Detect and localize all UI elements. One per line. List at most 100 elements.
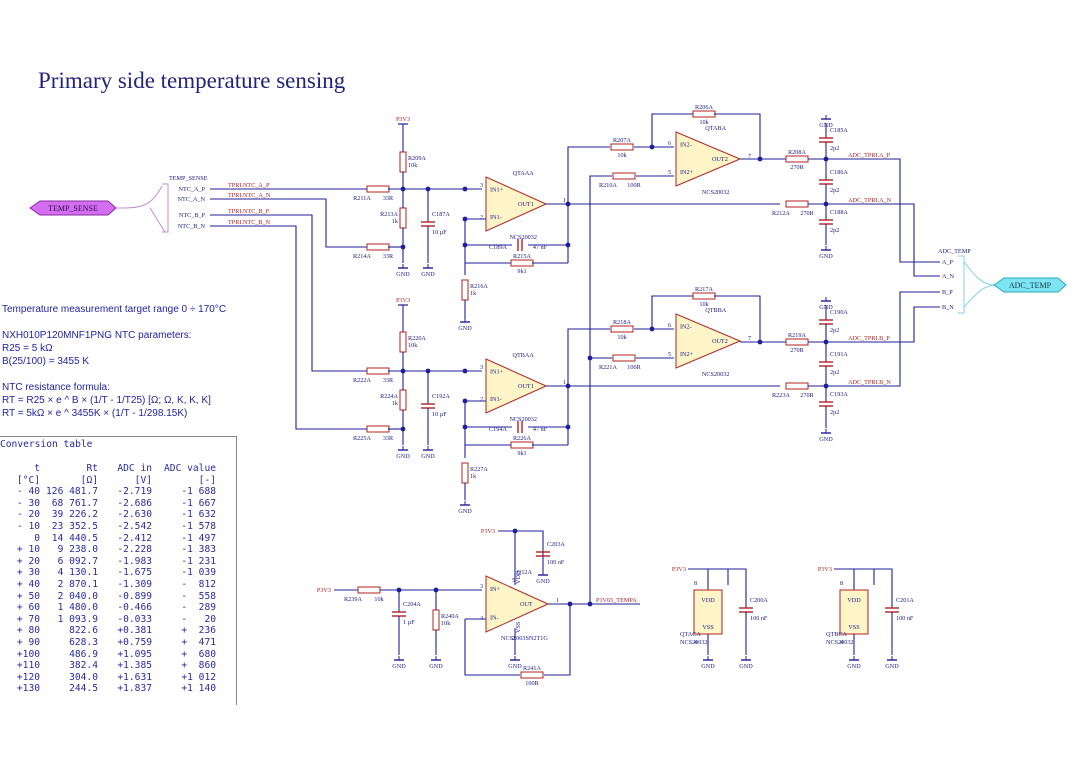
pin-label: IN- — [490, 615, 499, 622]
table-cell: 1 480.0 — [57, 602, 98, 614]
table-cell: 126 481.7 — [46, 486, 98, 498]
junction-dot — [462, 186, 468, 192]
resistor — [366, 185, 390, 193]
resistor — [692, 292, 716, 300]
table-cell: -1 039 — [181, 567, 216, 579]
capacitor-ref: C188A — [830, 209, 848, 216]
capacitor-ref: C190A — [830, 309, 848, 316]
table-cell: +0.381 — [117, 625, 152, 637]
wire — [874, 568, 893, 608]
resistor — [510, 441, 534, 449]
table-cell: +1.631 — [117, 671, 152, 683]
pin-label: IN1- — [490, 214, 502, 221]
resistor-ref: R215A — [513, 253, 531, 260]
resistor-value: 9k1 — [517, 268, 526, 275]
wire — [714, 295, 761, 342]
table-cell: 628.3 — [69, 636, 98, 648]
chip-ref: QTABA — [705, 125, 726, 132]
table-cell: -1 383 — [181, 544, 216, 556]
table-cell: + 236 — [181, 625, 216, 637]
junction-dot — [462, 216, 468, 222]
table-cell: +1.837 — [117, 683, 152, 695]
opamp-symbol — [675, 313, 742, 369]
table-cell: + 90 — [16, 636, 40, 648]
net-label: ADC_TPRI.B_P — [848, 335, 890, 342]
note-range: Temperature measurement target range 0 ÷… — [2, 304, 227, 315]
resistor-ref: R223A — [772, 392, 790, 399]
resistor-ref: R225A — [353, 435, 371, 442]
resistor-ref: R210A — [599, 182, 617, 189]
table-cell: -1 632 — [181, 509, 216, 521]
resistor-value: 270R — [790, 164, 804, 171]
resistor — [399, 331, 407, 353]
table-cell: + 471 — [181, 636, 216, 648]
resistor-ref: R241A — [523, 665, 541, 672]
harness-pin: NTC_B_N — [178, 223, 206, 230]
pin-number: 8 — [840, 580, 843, 587]
table-cell: 822.6 — [69, 625, 98, 637]
table-cell: -1 231 — [181, 555, 216, 567]
resistor-value: 33R — [383, 377, 394, 384]
resistor-value: 1k — [392, 400, 399, 407]
harness-pin: A_N — [942, 273, 955, 280]
table-cell: -1 667 — [181, 497, 216, 509]
wire — [464, 619, 520, 676]
resistor-ref: R212A — [772, 210, 790, 217]
chip-part: NCS20032 — [826, 639, 854, 646]
resistor-ref: R221A — [599, 364, 617, 371]
resistor — [399, 389, 407, 411]
pin-label: VDD — [847, 597, 861, 604]
ground-label: GND — [429, 663, 443, 670]
table-cell: 486.9 — [69, 648, 98, 660]
resistor-value: 10k — [617, 152, 627, 159]
table-cell: - 10 — [16, 520, 40, 532]
table-cell: -2.630 — [117, 509, 152, 521]
table-cell: + 60 — [16, 602, 40, 614]
power-label: P3V3 — [481, 528, 495, 535]
pin-number: 1 — [563, 197, 566, 204]
chip-part: NCS20032 — [509, 234, 537, 241]
wire — [210, 225, 368, 430]
table-cell: + 10 — [16, 544, 40, 556]
resistor — [610, 325, 634, 333]
harness-pin: A_P — [942, 259, 954, 266]
resistor-ref: R219A — [788, 332, 806, 339]
chip-part: NCS20032 — [702, 189, 730, 196]
pin-number: 3 — [480, 182, 483, 189]
pin-label: VSS — [515, 621, 522, 633]
note-r25: R25 = 5 kΩ — [2, 343, 53, 354]
pin-label: IN+ — [490, 586, 501, 593]
capacitor-ref: C191A — [830, 351, 848, 358]
port-label: TEMP_SENSE — [48, 204, 98, 213]
table-cell: 6 092.7 — [57, 555, 98, 567]
resistor — [510, 259, 534, 267]
resistor — [366, 367, 390, 375]
resistor — [785, 382, 809, 390]
capacitor-value: 10 µF — [432, 229, 447, 236]
ground-label: GND — [739, 663, 753, 670]
net-label: TPRI.NTC_B_N — [228, 219, 271, 226]
note-beta: B(25/100) = 3455 K — [2, 356, 90, 367]
table-cell: -2.228 — [117, 544, 152, 556]
junction-dot — [462, 398, 468, 404]
table-cell: 382.4 — [69, 660, 98, 672]
resistor — [785, 200, 809, 208]
capacitor-ref: C185A — [830, 127, 848, 134]
pin-label: OUT — [520, 601, 533, 608]
table-cell: - 289 — [181, 602, 216, 614]
ground-label: GND — [396, 271, 410, 278]
capacitor-value: 100 nF — [547, 559, 565, 566]
wire — [567, 146, 610, 204]
table-cell: 39 226.2 — [51, 509, 98, 521]
resistor — [461, 279, 469, 301]
power-label: P3V3 — [672, 566, 686, 573]
harness-pin: NTC_A_N — [178, 196, 206, 203]
capacitor-value: 2p2 — [830, 227, 839, 234]
